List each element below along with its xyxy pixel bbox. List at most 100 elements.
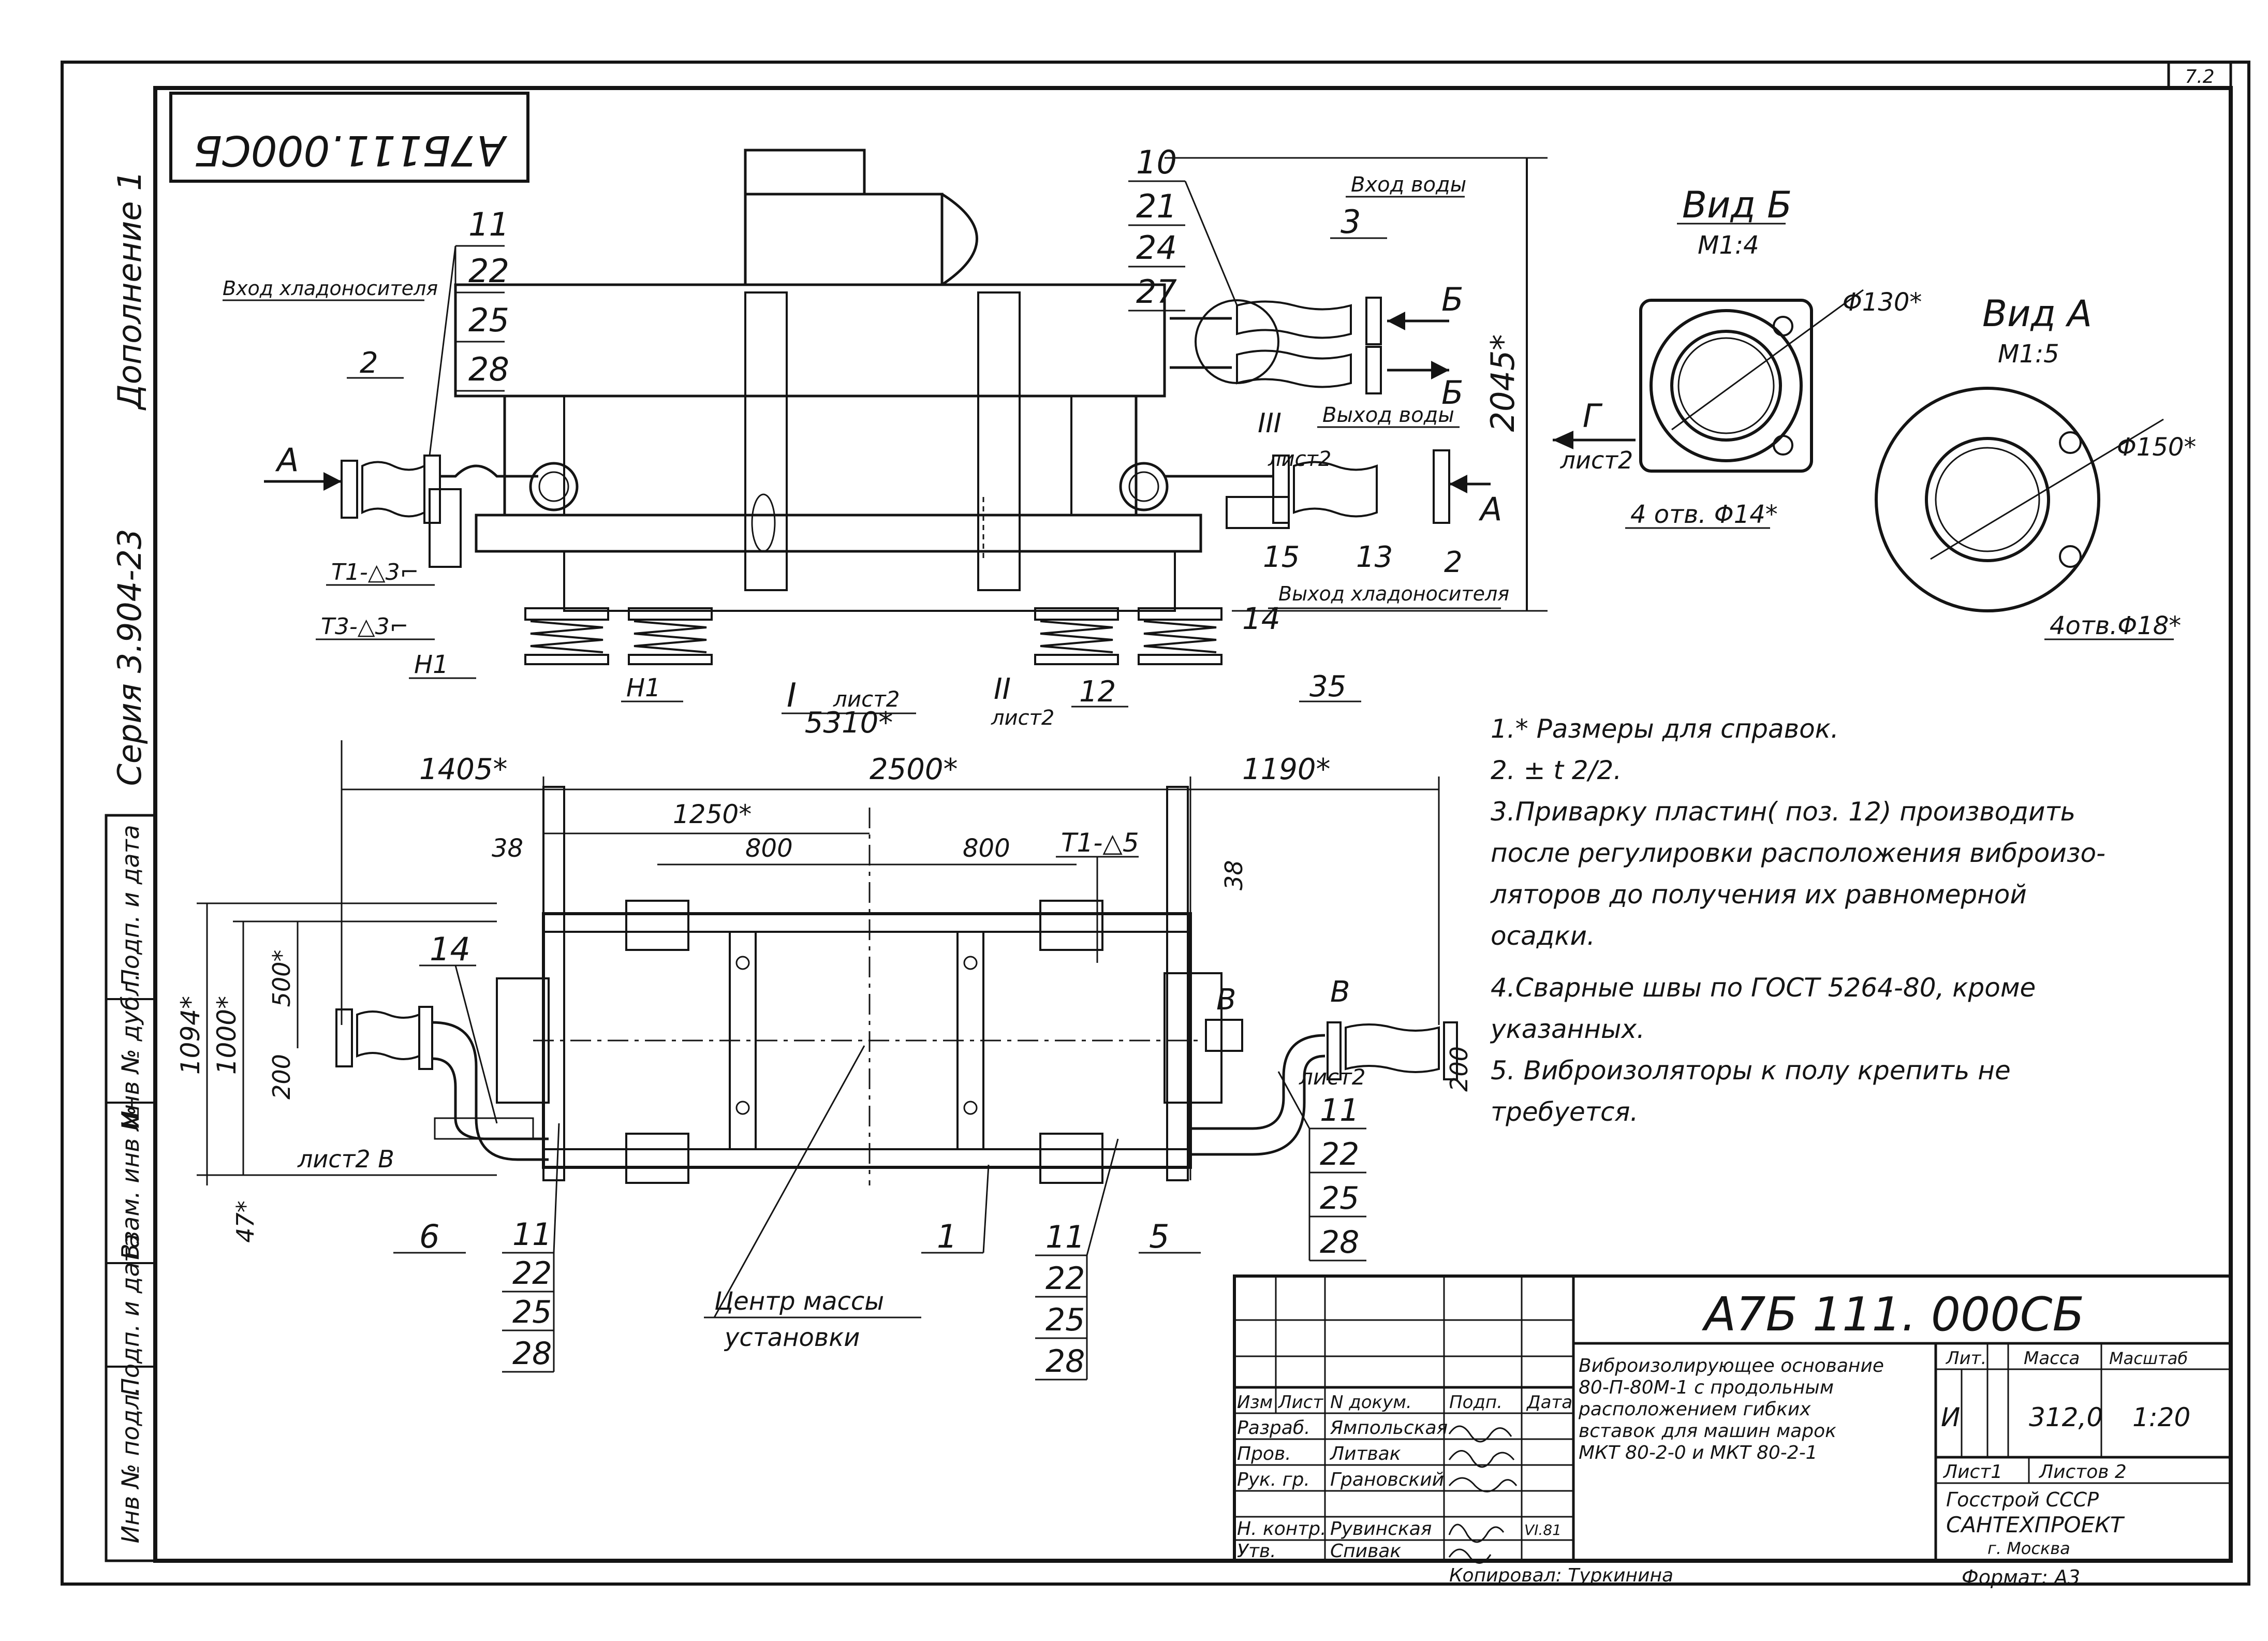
stack-right-top: 10 21 24 27 bbox=[1128, 143, 1238, 312]
view-b-diameter: Φ130* bbox=[1843, 288, 1922, 317]
vibration-isolators bbox=[524, 607, 1223, 665]
note-line-1: 1.* Размеры для справок. bbox=[1491, 714, 1839, 744]
signature-1 bbox=[1448, 1425, 1512, 1443]
tb-role-3: Рук. гр. bbox=[1237, 1469, 1310, 1490]
svg-text:11: 11 bbox=[1320, 1092, 1359, 1129]
svg-text:22: 22 bbox=[1320, 1136, 1359, 1173]
svg-text:22: 22 bbox=[1045, 1261, 1085, 1297]
view-b: Вид Б М1:4 Φ130* 4 отв. Φ14* bbox=[1625, 184, 1922, 529]
margin-label-4: Подп. и дата bbox=[116, 1234, 144, 1396]
tb-sheets: Листов 2 bbox=[2038, 1461, 2127, 1483]
section-ii-sheet: лист2 bbox=[991, 706, 1054, 730]
pos-2-left: 2 bbox=[360, 346, 378, 380]
stack-plan-bottom-mid: 11 22 25 28 bbox=[1035, 1138, 1119, 1381]
dim-500: 500* bbox=[268, 950, 296, 1007]
svg-text:25: 25 bbox=[1320, 1180, 1359, 1217]
section-iii: III bbox=[1258, 408, 1282, 439]
plan-view: 1405* 2500* 1190* 1250* 800 800 38 38 10… bbox=[175, 740, 1473, 1381]
lower-vessel bbox=[503, 394, 1138, 517]
water-connections bbox=[1170, 297, 1449, 394]
tb-role-5: Н. контр. bbox=[1237, 1518, 1327, 1540]
general-notes: 1.* Размеры для справок. 2. ± t 2/2. 3.П… bbox=[1490, 714, 2105, 1127]
tb-col-sign: Подп. bbox=[1449, 1392, 1503, 1413]
margin-label-2: Инв № дубл. bbox=[116, 973, 144, 1129]
view-b-flange bbox=[1639, 299, 1813, 473]
signature-2 bbox=[1448, 1450, 1515, 1468]
pos-3: 3 bbox=[1341, 203, 1361, 241]
format-label: Формат: А3 bbox=[1962, 1566, 2080, 1589]
view-a-scale: М1:5 bbox=[1998, 340, 2059, 369]
tb-title-line-5: МКТ 80-2-0 и МКТ 80-2-1 bbox=[1579, 1442, 1818, 1463]
dim-38-left: 38 bbox=[492, 834, 523, 863]
tb-org-3: г. Москва bbox=[1987, 1539, 2070, 1558]
tb-name-5: Рувинская bbox=[1330, 1518, 1432, 1540]
pos-14-top: 14 bbox=[1242, 601, 1280, 636]
view-a-diameter: Φ150* bbox=[2117, 433, 2196, 462]
plan-b-label: В bbox=[1216, 983, 1236, 1017]
svg-text:24: 24 bbox=[1136, 229, 1177, 267]
svg-text:28: 28 bbox=[512, 1336, 552, 1372]
signature-5 bbox=[1448, 1523, 1505, 1543]
dim-1405: 1405* bbox=[419, 753, 508, 786]
dim-200-left: 200 bbox=[268, 1054, 296, 1100]
pos-13: 13 bbox=[1356, 540, 1393, 574]
note-line-7: 4.Сварные швы по ГОСТ 5264-80, кроме bbox=[1491, 973, 2036, 1003]
dim-1000: 1000* bbox=[212, 996, 242, 1075]
note-line-6: осадки. bbox=[1491, 921, 1595, 951]
stack-left-top: 11 22 25 28 bbox=[429, 206, 509, 456]
tb-title-line-1: Виброизолирующее основание bbox=[1579, 1355, 1884, 1376]
svg-text:28: 28 bbox=[1320, 1224, 1359, 1261]
note-line-2: 2. ± t 2/2. bbox=[1491, 755, 1622, 785]
dim-38-right: 38 bbox=[1220, 860, 1248, 890]
weld-t1: Т1-△3⌐ bbox=[331, 559, 419, 585]
view-g-label: Г bbox=[1583, 397, 1603, 435]
label-outlet-coolant: Выход хладоносителя bbox=[1278, 582, 1509, 605]
plan-pos-6: 6 bbox=[419, 1218, 439, 1255]
stack-plan-bottom-left: 11 22 25 28 bbox=[502, 1123, 560, 1373]
dim-1250: 1250* bbox=[673, 799, 752, 829]
dim-2500: 2500* bbox=[870, 753, 958, 786]
svg-text:27: 27 bbox=[1136, 273, 1177, 311]
title-block: Изм Лист N докум. Подп. Дата Разраб. Ямп… bbox=[1233, 1274, 2232, 1564]
right-flex-connection bbox=[1119, 449, 1491, 529]
tb-col-date: Дата bbox=[1526, 1392, 1572, 1413]
label-inlet-water: Вход воды bbox=[1351, 173, 1466, 197]
frame-rail bbox=[475, 514, 1202, 553]
mirrored-code-box: А7Б111.000СБ bbox=[169, 92, 529, 183]
signature-3 bbox=[1448, 1477, 1518, 1492]
signature-6 bbox=[1448, 1548, 1492, 1564]
section-i-sheet: лист2 bbox=[833, 686, 900, 712]
h1-label-b: Н1 bbox=[626, 673, 661, 702]
margin-label-3: Взам. инв № bbox=[116, 1106, 144, 1260]
view-b-holes: 4 отв. Φ14* bbox=[1630, 500, 1778, 529]
section-i: I bbox=[787, 677, 797, 715]
svg-text:10: 10 bbox=[1136, 143, 1177, 181]
arrow-a-left: А bbox=[275, 441, 299, 479]
corner-sheet-number: 7.2 bbox=[2185, 66, 2214, 87]
arrow-a-right: А bbox=[1478, 490, 1502, 528]
weld-t1-5: Т1-△5 bbox=[1061, 828, 1139, 858]
svg-text:11: 11 bbox=[468, 206, 509, 243]
arrow-b-top: Б bbox=[1441, 281, 1464, 318]
supplement-label: Дополнение 1 bbox=[111, 170, 149, 411]
weld-t3: Т3-△3⌐ bbox=[321, 613, 408, 640]
top-view: 2045* Г лист2 Вход хладоносителя А А Вхо… bbox=[223, 143, 1636, 740]
tb-date-note: VI.81 bbox=[1524, 1521, 1562, 1539]
plan-left-pipe bbox=[335, 1006, 549, 1161]
dim-1094: 1094* bbox=[175, 996, 205, 1075]
center-mass-line2: установки bbox=[724, 1323, 860, 1352]
tb-role-2: Пров. bbox=[1237, 1443, 1291, 1464]
plan-b-label-2: В bbox=[1330, 975, 1350, 1009]
tb-sheet: Лист1 bbox=[1942, 1461, 2002, 1483]
mirrored-drawing-code: А7Б111.000СБ bbox=[194, 126, 508, 174]
dim-800-left: 800 bbox=[745, 834, 793, 863]
tb-mass-value: 312,0 bbox=[2029, 1402, 2103, 1432]
margin-label-1: Подп. и дата bbox=[116, 825, 144, 987]
pos-35: 35 bbox=[1309, 670, 1346, 704]
tb-col-izm: Изм bbox=[1237, 1392, 1273, 1413]
motor-body bbox=[744, 193, 944, 286]
pos-12: 12 bbox=[1079, 675, 1116, 709]
margin-strip: Подп. и дата Инв № дубл. Взам. инв № Под… bbox=[105, 170, 157, 1562]
svg-text:25: 25 bbox=[468, 301, 509, 339]
